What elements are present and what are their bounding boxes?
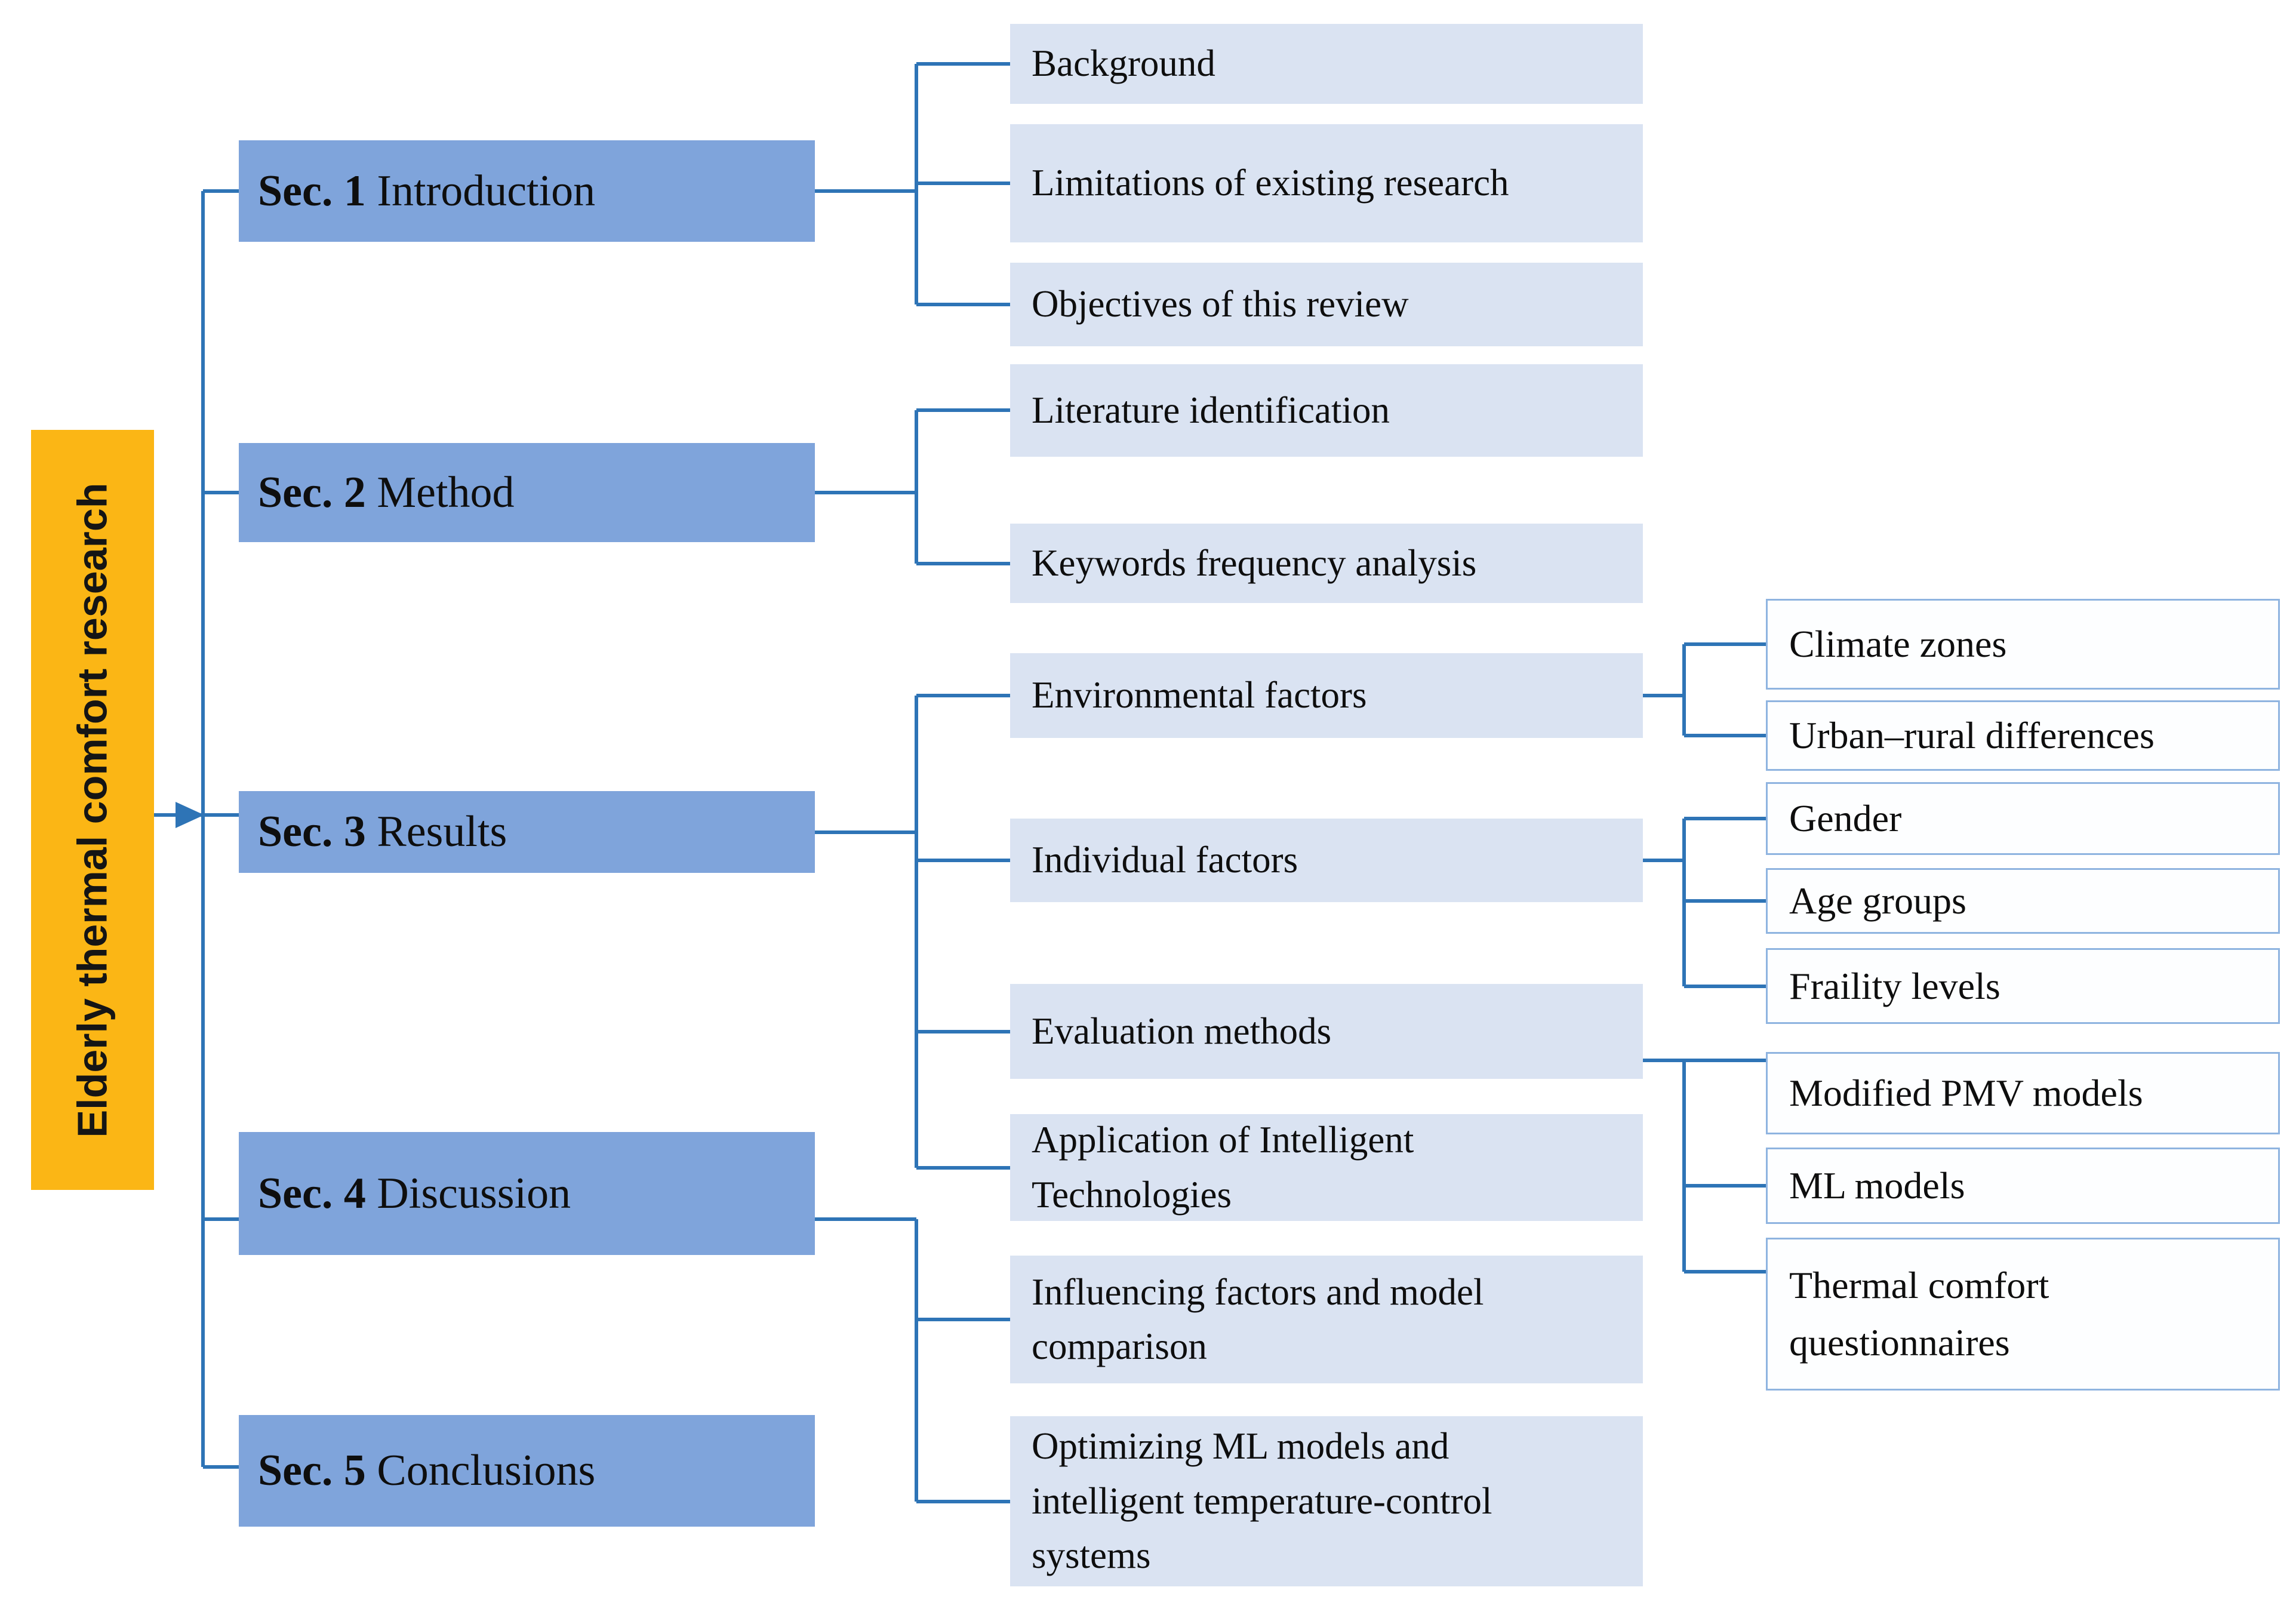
child-box-individual-factors: Individual factors <box>1010 819 1643 902</box>
child-label: Influencing factors and model comparison <box>1032 1271 1484 1367</box>
leaf-box-age-groups: Age groups <box>1766 868 2280 934</box>
child-label: Environmental factors <box>1032 674 1367 716</box>
leaf-label: Thermal comfort questionnaires <box>1789 1264 2049 1364</box>
section-title: Method <box>377 467 515 517</box>
section-number: Sec. 4 <box>258 1168 377 1218</box>
root-node: Elderly thermal comfort research <box>31 430 154 1190</box>
child-box-evaluation-methods: Evaluation methods <box>1010 984 1643 1079</box>
section-title: Conclusions <box>377 1446 596 1496</box>
section-label: Sec. 2 Method <box>258 466 515 519</box>
child-label: Objectives of this review <box>1032 283 1409 325</box>
child-label: Background <box>1032 42 1215 85</box>
child-box-keywords-frequency: Keywords frequency analysis <box>1010 524 1643 603</box>
section-label: Sec. 3 Results <box>258 805 507 859</box>
section-number: Sec. 3 <box>258 807 377 857</box>
leaf-label: ML models <box>1789 1164 1965 1207</box>
child-box-optimizing-ml-models: Optimizing ML models and intelligent tem… <box>1010 1416 1643 1586</box>
section-box-method: Sec. 2 Method <box>239 443 815 542</box>
leaf-box-ml-models: ML models <box>1766 1148 2280 1224</box>
leaf-label: Fraility levels <box>1789 964 2000 1007</box>
child-box-application-intelligent-technologies: Application of Intelligent Technologies <box>1010 1114 1643 1221</box>
section-title: Discussion <box>377 1168 571 1218</box>
leaf-box-thermal-comfort-questionnaires: Thermal comfort questionnaires <box>1766 1238 2280 1391</box>
leaf-box-climate-zones: Climate zones <box>1766 599 2280 690</box>
section-box-conclusions: Sec. 5 Conclusions <box>239 1415 815 1527</box>
section-box-discussion: Sec. 4 Discussion <box>239 1132 815 1255</box>
section-box-results: Sec. 3 Results <box>239 791 815 873</box>
child-label: Keywords frequency analysis <box>1032 542 1477 584</box>
leaf-box-urban-rural-differences: Urban–rural differences <box>1766 700 2280 771</box>
section-label: Sec. 1 Introduction <box>258 165 595 218</box>
child-box-literature-identification: Literature identification <box>1010 364 1643 457</box>
child-label: Evaluation methods <box>1032 1010 1332 1052</box>
root-label: Elderly thermal comfort research <box>69 482 116 1138</box>
child-label: Limitations of existing research <box>1032 162 1509 204</box>
leaf-label: Age groups <box>1789 879 1966 922</box>
section-number: Sec. 5 <box>258 1446 377 1496</box>
section-title: Results <box>377 807 507 857</box>
child-box-influencing-factors: Influencing factors and model comparison <box>1010 1256 1643 1383</box>
section-label: Sec. 4 Discussion <box>258 1167 571 1220</box>
leaf-label: Climate zones <box>1789 623 2007 665</box>
child-box-limitations: Limitations of existing research <box>1010 124 1643 242</box>
child-box-background: Background <box>1010 24 1643 104</box>
leaf-box-modified-pmv-models: Modified PMV models <box>1766 1052 2280 1134</box>
child-label: Optimizing ML models and intelligent tem… <box>1032 1425 1492 1577</box>
section-number: Sec. 2 <box>258 467 377 517</box>
section-box-introduction: Sec. 1 Introduction <box>239 140 815 242</box>
leaf-box-fraility-levels: Fraility levels <box>1766 948 2280 1024</box>
child-label: Application of Intelligent Technologies <box>1032 1119 1414 1216</box>
section-title: Introduction <box>377 166 596 216</box>
child-label: Literature identification <box>1032 389 1390 431</box>
leaf-label: Modified PMV models <box>1789 1072 2143 1114</box>
section-number: Sec. 1 <box>258 166 377 216</box>
arrow-right-icon <box>176 802 204 828</box>
child-box-environmental-factors: Environmental factors <box>1010 653 1643 738</box>
leaf-box-gender: Gender <box>1766 782 2280 855</box>
section-label: Sec. 5 Conclusions <box>258 1444 595 1497</box>
leaf-label: Urban–rural differences <box>1789 714 2155 756</box>
child-box-objectives: Objectives of this review <box>1010 263 1643 346</box>
child-label: Individual factors <box>1032 839 1298 881</box>
leaf-label: Gender <box>1789 797 1902 839</box>
